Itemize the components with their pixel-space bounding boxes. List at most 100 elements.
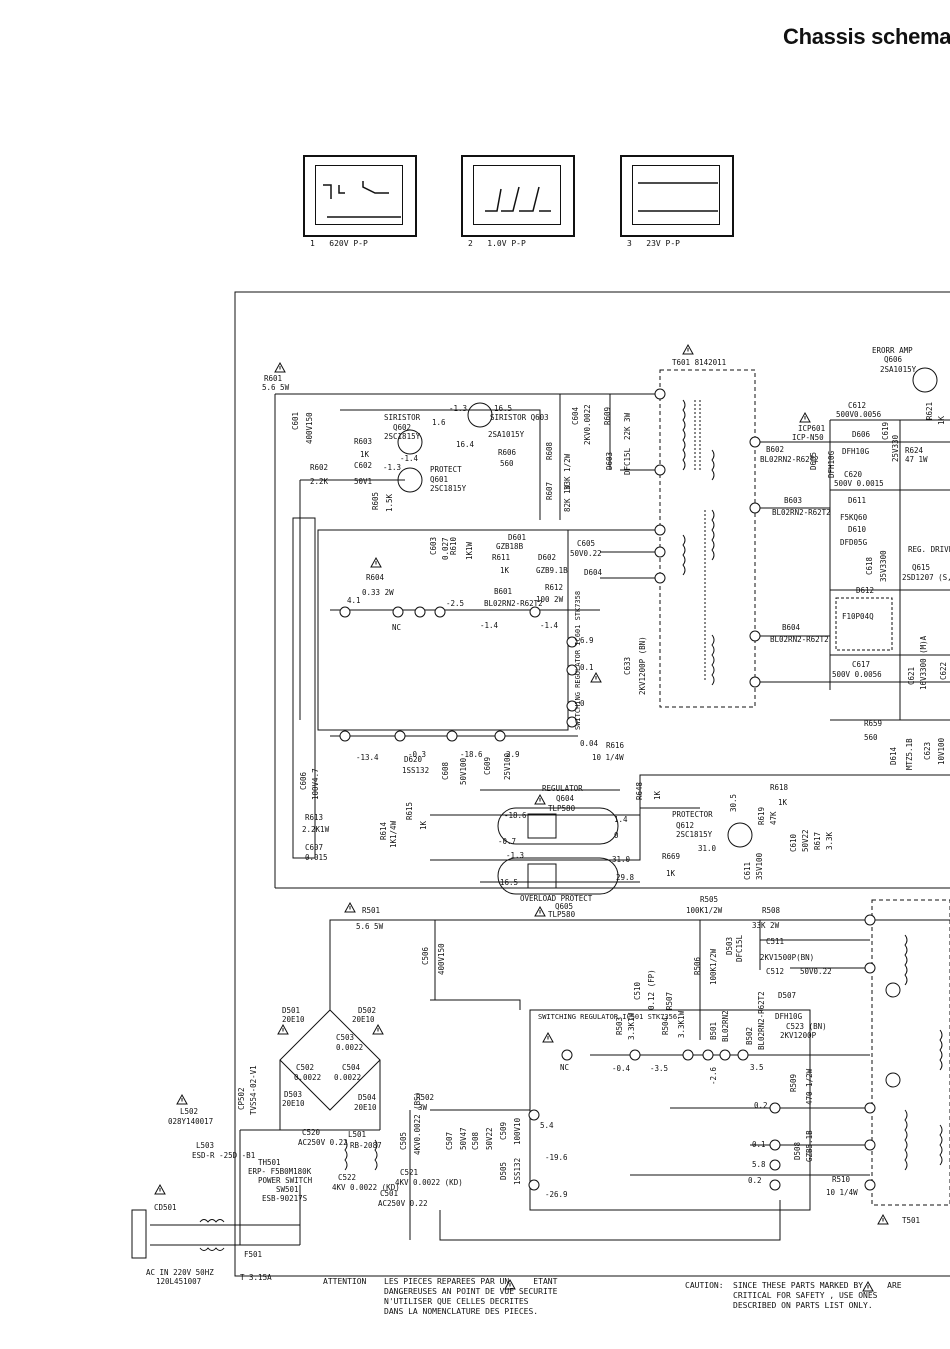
label-d503b-type: 20E10 — [282, 1099, 305, 1108]
label-icp601-type: ICP-N50 — [792, 433, 824, 442]
label-r602: R602 — [310, 463, 328, 472]
label-c617-value: 500V 0.0056 — [832, 670, 882, 679]
label-b604: B604 — [782, 623, 801, 632]
label-nc-1: NC — [392, 623, 401, 632]
label-c602: C602 — [354, 461, 372, 470]
label-r607: R607 — [545, 482, 554, 500]
label-r621-value: 1K — [937, 415, 946, 425]
label-c506-value: 400V150 — [437, 943, 446, 975]
label-ac-in: AC IN 220V 50HZ — [146, 1268, 214, 1277]
voltage-reading: 29.8 — [616, 873, 635, 882]
label-r669: R669 — [662, 852, 680, 861]
label-c611: C611 — [743, 862, 752, 880]
label-c512: C512 — [766, 967, 784, 976]
label-icp601: ICP601 — [798, 424, 825, 433]
waveform-3-caption: 3 23V P-P — [627, 239, 680, 248]
label-c503-value: 0.0022 — [336, 1043, 363, 1052]
label-q604-type: TLP580 — [548, 804, 576, 813]
label-regulator: REGULATOR — [542, 784, 583, 793]
label-d503-type: DFC15L — [735, 934, 744, 962]
label-c606-value: 100V4.7 — [311, 768, 320, 800]
label-r611: R611 — [492, 553, 510, 562]
voltage-reading: 16.4 — [456, 440, 475, 449]
label-f501: F501 — [244, 1250, 262, 1259]
voltage-reading: 16.5 — [500, 878, 518, 887]
voltage-reading: -0.4 — [612, 1064, 631, 1073]
label-r509-value: 470 1/2W — [805, 1068, 814, 1105]
label-c606: C606 — [299, 771, 308, 790]
label-c509-value: 100V10 — [513, 1117, 522, 1145]
voltage-reading: -2.5 — [446, 599, 464, 608]
voltage-reading: -1.3 — [506, 851, 524, 860]
label-q602-type: 2SC1815Y — [384, 432, 421, 441]
label-l501-type: RB-2087 — [350, 1141, 382, 1150]
label-c521: C521 — [400, 1168, 418, 1177]
label-b502: B502 — [745, 1027, 754, 1045]
label-c620-value: 500V 0.0015 — [834, 479, 884, 488]
voltage-reading: 0 — [580, 699, 585, 708]
label-d502-type: 20E10 — [352, 1015, 375, 1024]
label-c607: C607 — [305, 843, 323, 852]
voltage-reading: 1.6 — [432, 418, 446, 427]
label-reg-drive: REG. DRIVE — [908, 545, 950, 554]
label-d501: D501 — [282, 1006, 300, 1015]
label-q606-type: 2SA1015Y — [880, 365, 917, 374]
label-d502: D502 — [358, 1006, 376, 1015]
voltage-reading: -19.6 — [545, 1153, 568, 1162]
label-q603: SIRISTOR Q603 — [490, 413, 549, 422]
voltage-reading: 4.1 — [347, 596, 361, 605]
label-d601-type: GZB18B — [496, 542, 524, 551]
attention-label: ATTENTION — [323, 1277, 367, 1286]
label-t601: T601 8142011 — [672, 358, 726, 367]
label-c620: C620 — [844, 470, 863, 479]
waveform-panel-1 — [303, 155, 417, 237]
label-b502-type: BL02RN2-R62T2 — [757, 991, 766, 1050]
label-c522: C522 — [338, 1173, 356, 1182]
label-r609-value: 22K 3W — [623, 412, 632, 440]
voltage-reading: 3.5 — [750, 1063, 764, 1072]
waveform-3-number: 3 — [627, 239, 632, 248]
label-r648-value: 1K — [653, 790, 662, 800]
voltage-reading: 30.5 — [729, 794, 738, 812]
label-c523: C523 (BN) — [786, 1022, 827, 1031]
label-r510-value: 10 1/4W — [826, 1188, 858, 1197]
label-r610: R610 — [449, 536, 458, 555]
waveform-panel-3 — [620, 155, 734, 237]
waveform-1-number: 1 — [310, 239, 315, 248]
label-c622: C622 — [939, 662, 948, 680]
voltage-reading: 0.04 — [580, 739, 599, 748]
waveform-panel-2 — [461, 155, 575, 237]
label-q605: Q605 — [555, 902, 573, 911]
label-d507-type: DFH10G — [775, 1012, 803, 1021]
label-c510: C510 — [633, 981, 642, 1000]
voltage-reading: 2.9 — [506, 750, 520, 759]
label-c610: C610 — [789, 833, 798, 852]
label-f501-rating: T 3.15A — [240, 1273, 272, 1282]
page-title: Chassis schema — [783, 24, 950, 49]
label-r504-value: 3.3K1W — [677, 1010, 686, 1038]
label-c610-value: 50V22 — [801, 829, 810, 852]
label-r501: R501 — [362, 906, 380, 915]
label-r504: R504 — [661, 1016, 670, 1035]
label-r615-value: 1K — [419, 820, 428, 830]
label-r608: R608 — [545, 441, 554, 460]
voltage-reading: 0.2 — [754, 1101, 768, 1110]
label-d508-type: GZB5.1B — [805, 1130, 814, 1162]
label-d508: D508 — [793, 1141, 802, 1160]
label-q615-type: 2SD1207 (S,T) — [902, 573, 950, 582]
label-r624: R624 — [905, 446, 924, 455]
label-q603-type: 2SA1015Y — [488, 430, 525, 439]
label-cp502-type: TVS54-02-V1 — [249, 1065, 258, 1115]
label-c612: C612 — [848, 401, 866, 410]
label-d606-type: DFH10G — [842, 447, 870, 456]
waveform-1-caption: 1 620V P-P — [310, 239, 368, 248]
label-r613-value: 2.2K1W — [302, 825, 330, 834]
label-siristor: SIRISTOR — [384, 413, 421, 422]
label-c608: C608 — [441, 761, 450, 780]
label-r619-value: 47K — [769, 811, 778, 825]
label-d504-type: 20E10 — [354, 1103, 377, 1112]
label-r648: R648 — [635, 781, 644, 800]
label-c601: C601 — [291, 412, 300, 430]
label-d612-type: F10P04Q — [842, 612, 874, 621]
label-r624-value: 47 1W — [905, 455, 928, 464]
